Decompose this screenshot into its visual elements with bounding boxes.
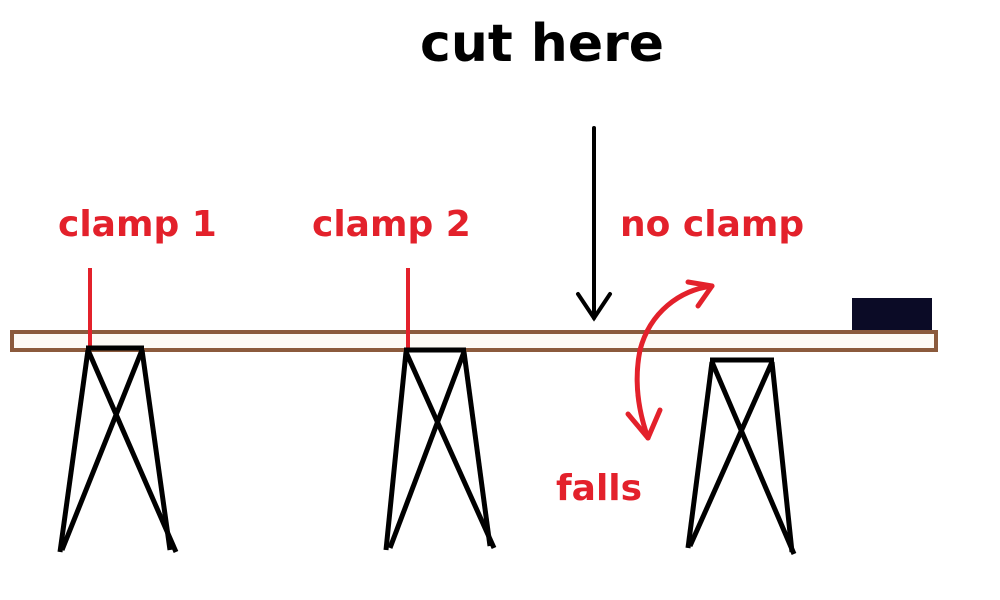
sawhorse-1 — [57, 345, 179, 553]
tilt-arrow — [625, 279, 715, 441]
board — [10, 330, 938, 352]
cut-here-title: cut here — [420, 14, 665, 74]
clamp-1-label: clamp 1 — [58, 204, 217, 245]
clamp-2-label: clamp 2 — [312, 204, 471, 245]
falls-label: falls — [556, 468, 643, 509]
sawhorse-2 — [383, 347, 497, 551]
weight-block — [852, 298, 932, 330]
cut-arrow — [576, 126, 612, 322]
sawhorse-3 — [685, 357, 797, 555]
no-clamp-label: no clamp — [620, 204, 805, 245]
